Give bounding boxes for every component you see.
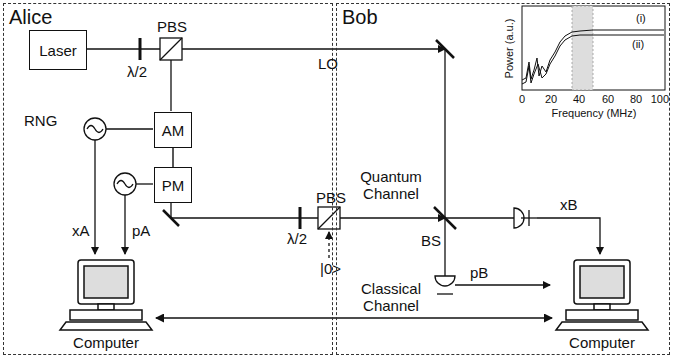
optic-label: PBS [157, 18, 187, 35]
optic-label: λ/2 [287, 230, 307, 247]
tick-label: 0 [519, 93, 525, 106]
channel-label: Classical Channel [355, 280, 427, 314]
device-name: AM [162, 122, 185, 139]
beam-line [172, 148, 173, 167]
signal-name: pB [470, 264, 488, 281]
channel-label: LO [318, 55, 338, 72]
computer-icon: Computer [552, 256, 652, 354]
axis-label: Power (a.u.) [503, 18, 516, 78]
computer-drawing [56, 256, 156, 332]
device-box: Laser [29, 30, 87, 70]
axis-label: Frequency (MHz) [552, 107, 637, 120]
channel-label: |0> [320, 260, 341, 277]
tick-label: 100 [651, 93, 669, 106]
channel-arrow [156, 317, 552, 318]
tick-label: 80 [630, 93, 642, 106]
computer-label: Computer [56, 334, 156, 351]
tick-label: 20 [545, 93, 557, 106]
party-name: Bob [337, 4, 383, 31]
tick-label: 40 [573, 93, 585, 106]
channel-label: Quantum Channel [355, 168, 427, 202]
signal-name: xA [72, 222, 90, 239]
device-box: AM [154, 112, 192, 148]
optic-label: BS [421, 232, 441, 249]
axis-label: (ii) [632, 38, 644, 51]
axis-label: (i) [636, 12, 646, 25]
computer-drawing [552, 256, 652, 332]
device-box: PM [154, 167, 192, 203]
party-name: Alice [4, 4, 57, 31]
device-name: PM [162, 177, 185, 194]
computer-label: Computer [552, 334, 652, 351]
device-name: Laser [39, 42, 77, 59]
optic-label: λ/2 [127, 63, 147, 80]
computer-icon: Computer [56, 256, 156, 354]
signal-name: xB [560, 196, 578, 213]
party-region: AliceLaserAM PM Computer [3, 3, 333, 355]
optic-label: PBS [316, 189, 346, 206]
signal-name: pA [132, 222, 150, 239]
tick-label: 60 [602, 93, 614, 106]
signal-name: RNG [24, 112, 57, 129]
